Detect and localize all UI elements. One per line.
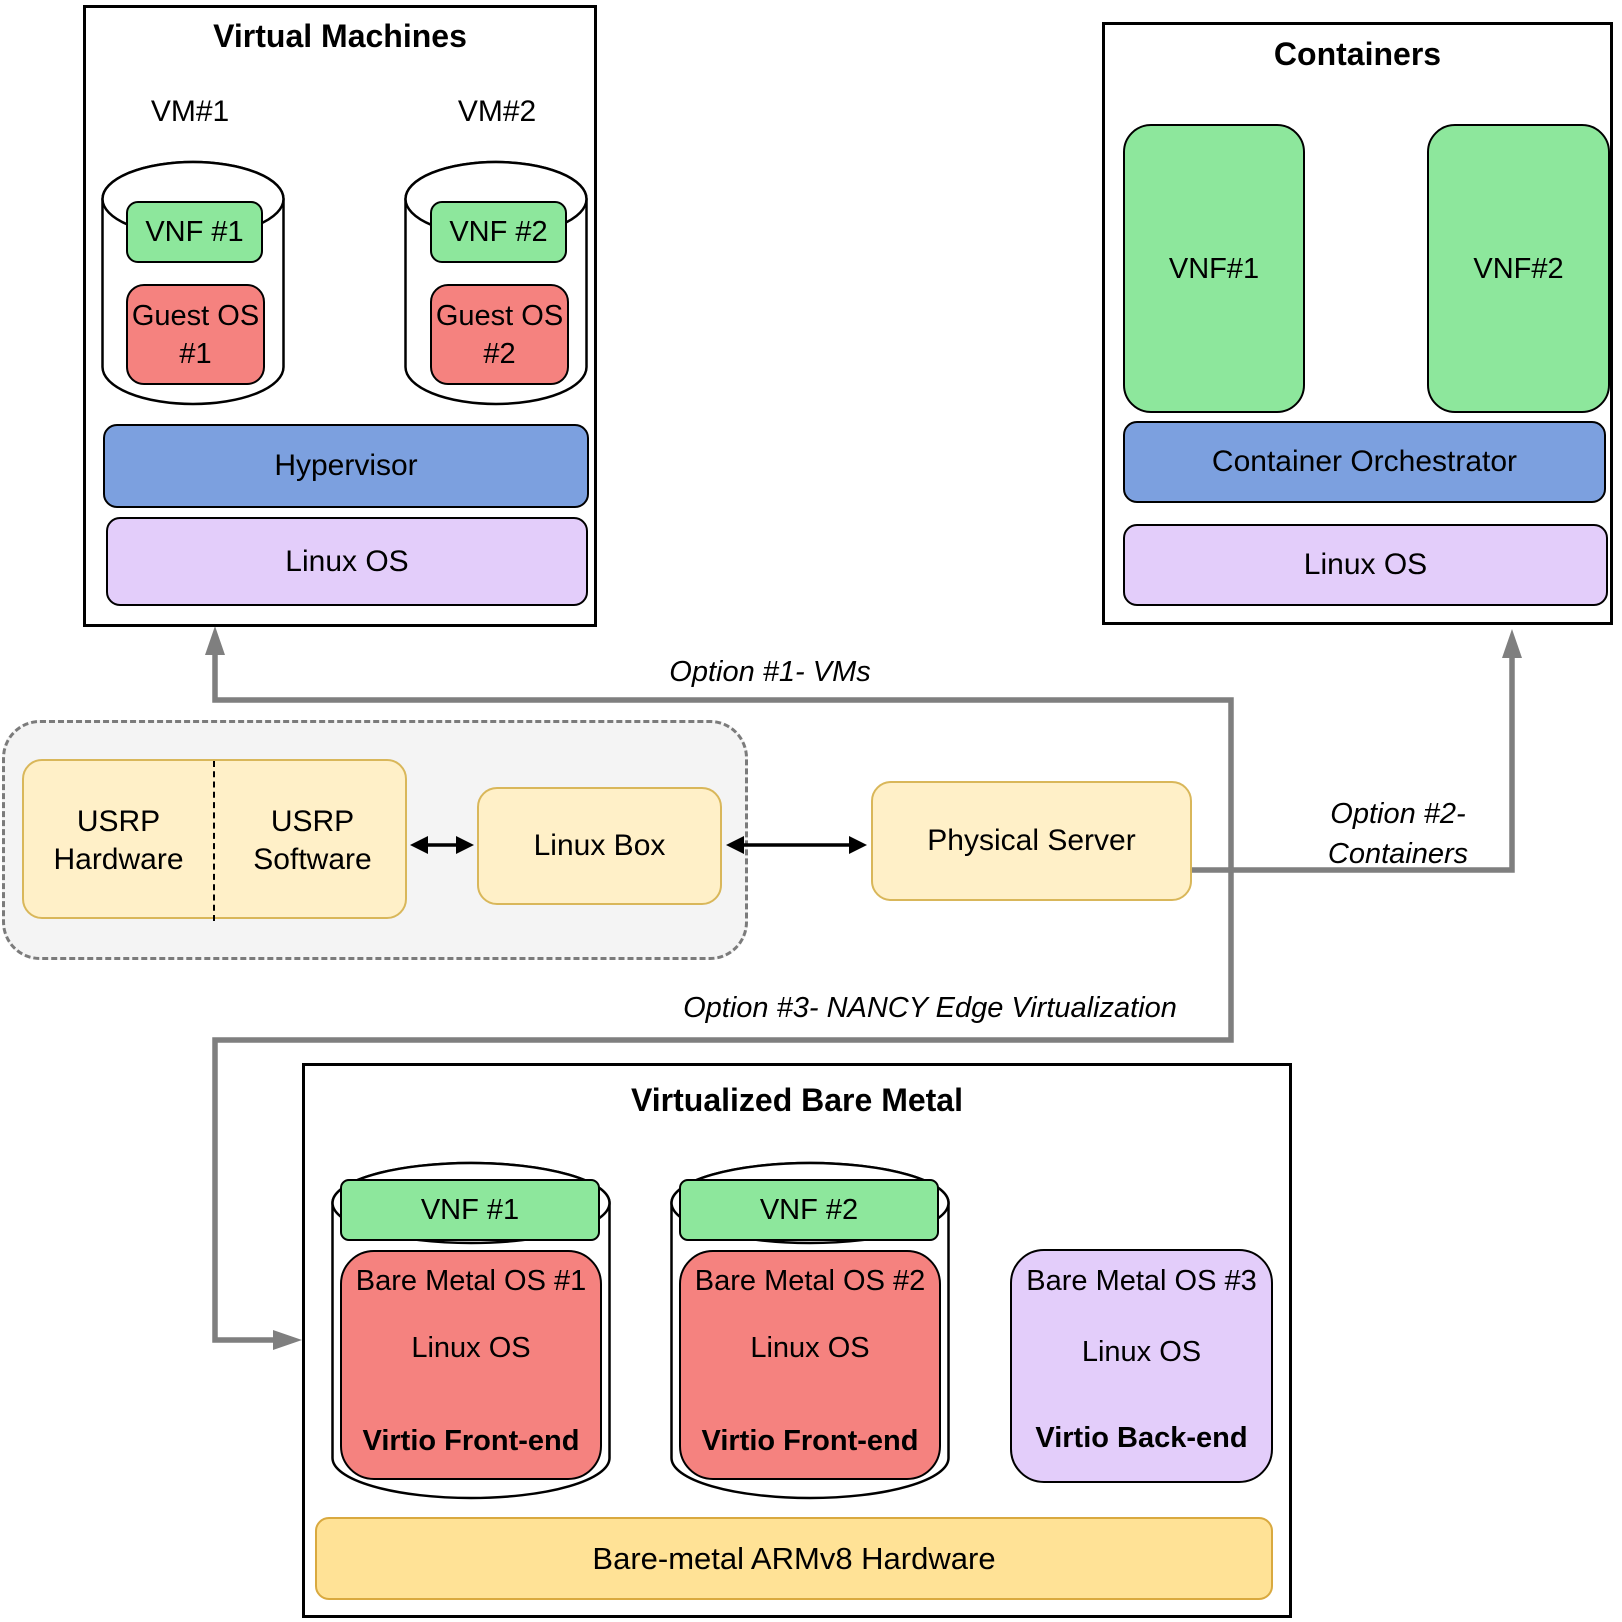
usrp-software-label: USRP Software [253,805,372,876]
vm1-guest-os-line1: Guest OS [131,299,260,332]
bm1-linux-label: Linux OS [411,1332,531,1364]
vm2-guest-os-box: Guest OS #2 [430,284,569,385]
vm1-guest-os-line2: #1 [179,337,212,370]
armv8-hardware-box: Bare-metal ARMv8 Hardware [315,1517,1273,1600]
container-vnf2-box: VNF#2 [1427,124,1610,413]
option2-label: Option #2- Containers [1327,798,1469,870]
bm2-virtio-label: Virtio Front-end [701,1425,919,1457]
vm2-guest-os-line2: #2 [483,337,516,370]
containers-linux-os-box: Linux OS [1123,524,1608,606]
vm-linux-os-box: Linux OS [106,517,588,606]
option1-label: Option #1- VMs [669,656,871,688]
container-vnf1-box: VNF#1 [1123,124,1305,413]
vm1-label: VM#1 [150,95,230,128]
bm2-os-box: Bare Metal OS #2 Linux OS Virtio Front-e… [679,1250,941,1480]
bm1-vnf-box: VNF #1 [340,1179,600,1241]
bm3-virtio-label: Virtio Back-end [1035,1422,1248,1454]
vm2-guest-os-line1: Guest OS [435,299,564,332]
bm1-os-box: Bare Metal OS #1 Linux OS Virtio Front-e… [340,1250,602,1480]
container-orchestrator-box: Container Orchestrator [1123,421,1606,503]
usrp-linuxbox-double-arrow-icon [410,836,474,854]
containers-title: Containers [1273,36,1442,72]
option3-label: Option #3- NANCY Edge Virtualization [683,992,1177,1024]
usrp-divider [213,761,215,921]
bm2-vnf-box: VNF #2 [679,1179,939,1241]
option1-arrowhead-icon [205,626,225,655]
vm1-guest-os-box: Guest OS #1 [126,284,265,385]
option2-connector [1192,644,1515,873]
vm2-vnf-box: VNF #2 [430,201,567,263]
bm2-linux-label: Linux OS [750,1332,870,1364]
option3-arrowhead-icon [273,1330,302,1350]
linux-box: Linux Box [477,787,722,905]
vm1-vnf-box: VNF #1 [126,201,263,263]
bm3-os-box: Bare Metal OS #3 Linux OS Virtio Back-en… [1010,1249,1273,1483]
vm2-label: VM#2 [457,95,537,128]
virtualized-bare-metal-title: Virtualized Bare Metal [631,1082,963,1118]
bm1-virtio-label: Virtio Front-end [362,1425,580,1457]
option1-option3-connector [212,640,1234,1343]
usrp-box: USRP Hardware USRP Software [22,759,407,921]
virtual-machines-title: Virtual Machines [213,18,467,54]
physical-server-box: Physical Server [871,781,1192,901]
usrp-hardware-label: USRP Hardware [53,805,184,876]
option2-arrowhead-icon [1502,629,1522,658]
bm3-os-label: Bare Metal OS #3 [1026,1265,1257,1297]
bm2-os-label: Bare Metal OS #2 [694,1265,926,1297]
bm1-os-label: Bare Metal OS #1 [355,1265,587,1297]
linuxbox-server-double-arrow-icon [726,836,867,854]
bm3-linux-label: Linux OS [1081,1336,1202,1368]
hypervisor-box: Hypervisor [103,424,589,508]
